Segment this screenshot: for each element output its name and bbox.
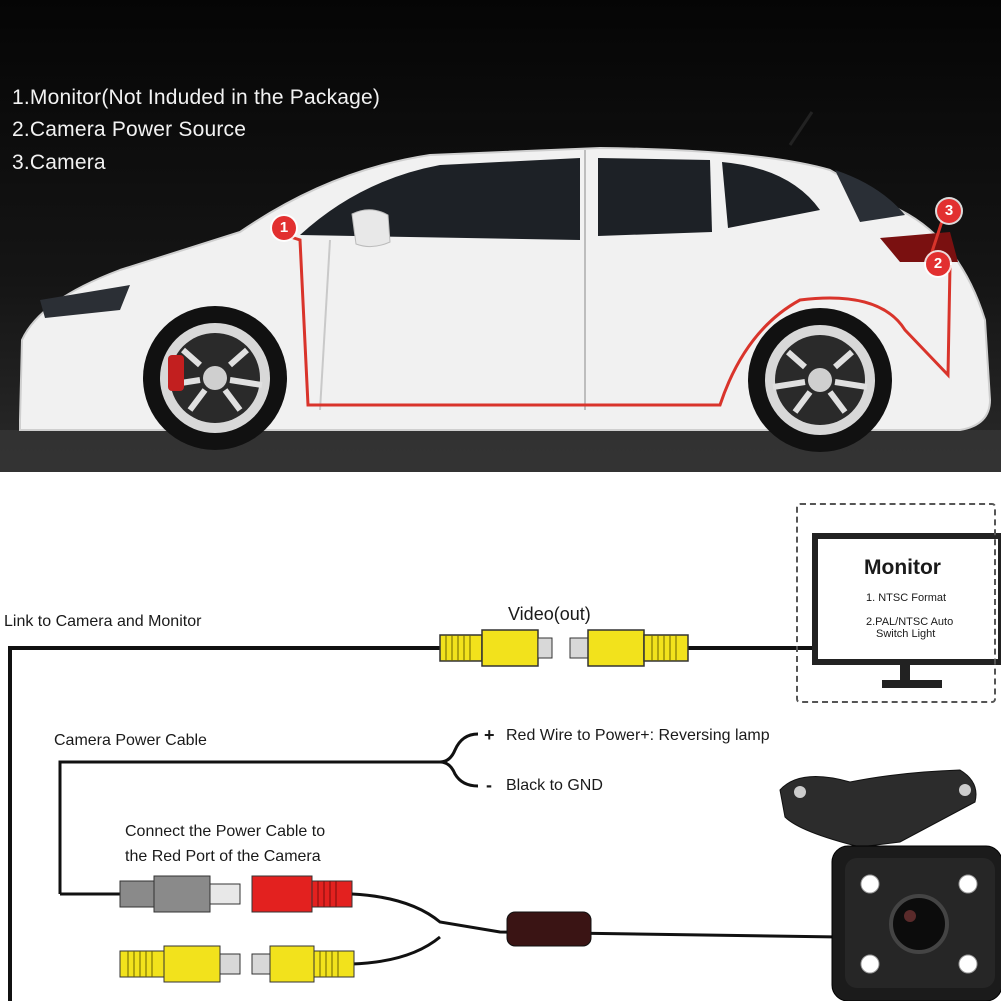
camera-graphic <box>779 769 1001 1001</box>
rear-wheel <box>748 308 892 452</box>
red-wire-label: Red Wire to Power+: Reversing lamp <box>506 727 770 744</box>
link-label: Link to Camera and Monitor <box>4 613 202 630</box>
link-cable <box>8 646 440 1001</box>
video-out-label: Video(out) <box>508 604 591 624</box>
power-cable-label: Camera Power Cable <box>54 732 207 749</box>
monitor-graphic <box>812 533 1001 688</box>
red-wire-sign: + <box>484 725 495 745</box>
power-cable <box>58 732 479 894</box>
camera-led-4 <box>958 954 978 974</box>
marker-2: 2 <box>926 252 950 276</box>
legend-item-monitor: 1.Monitor(Not Induded in the Package) <box>12 86 381 109</box>
marker-1: 1 <box>272 216 296 240</box>
camera-video-connector-female <box>251 945 355 983</box>
monitor-spec-2-line1: 2.PAL/NTSC Auto <box>866 616 954 628</box>
black-wire-sign: - <box>486 775 492 795</box>
power-connector-grey <box>119 875 241 913</box>
wiring-drawing <box>8 533 1001 1001</box>
car-installation-scene: 1.Monitor(Not Induded in the Package) 2.… <box>0 0 1001 472</box>
camera-lens <box>889 894 949 954</box>
car-illustration <box>0 111 1001 472</box>
front-wheel <box>143 306 287 450</box>
camera-led-3 <box>860 954 880 974</box>
camera-led-1 <box>860 874 880 894</box>
legend-item-power-source: 2.Camera Power Source <box>12 118 247 141</box>
marker-3: 3 <box>937 199 961 223</box>
video-connector-female <box>569 629 689 667</box>
black-wire-label: Black to GND <box>506 777 603 794</box>
camera-bracket <box>779 769 977 848</box>
side-mirror <box>351 209 391 248</box>
monitor-dashed-box <box>796 503 996 703</box>
wiring-diagram: Link to Camera and Monitor Video(out) Mo… <box>0 472 1001 1001</box>
monitor-spec-1: 1. NTSC Format <box>866 592 947 604</box>
legend-item-camera: 3.Camera <box>12 151 106 174</box>
camera-video-connector-male <box>119 945 241 983</box>
power-connector-red <box>251 875 353 913</box>
monitor-title: Monitor <box>864 556 941 579</box>
camera-led-2 <box>958 874 978 894</box>
connect-label-line1: Connect the Power Cable to <box>125 823 326 840</box>
monitor-spec-2-line2: Switch Light <box>876 628 936 640</box>
inline-module <box>506 911 592 947</box>
connect-label-line2: the Red Port of the Camera <box>125 848 321 865</box>
cable-route-line <box>274 230 952 407</box>
video-connector-male <box>439 629 553 667</box>
